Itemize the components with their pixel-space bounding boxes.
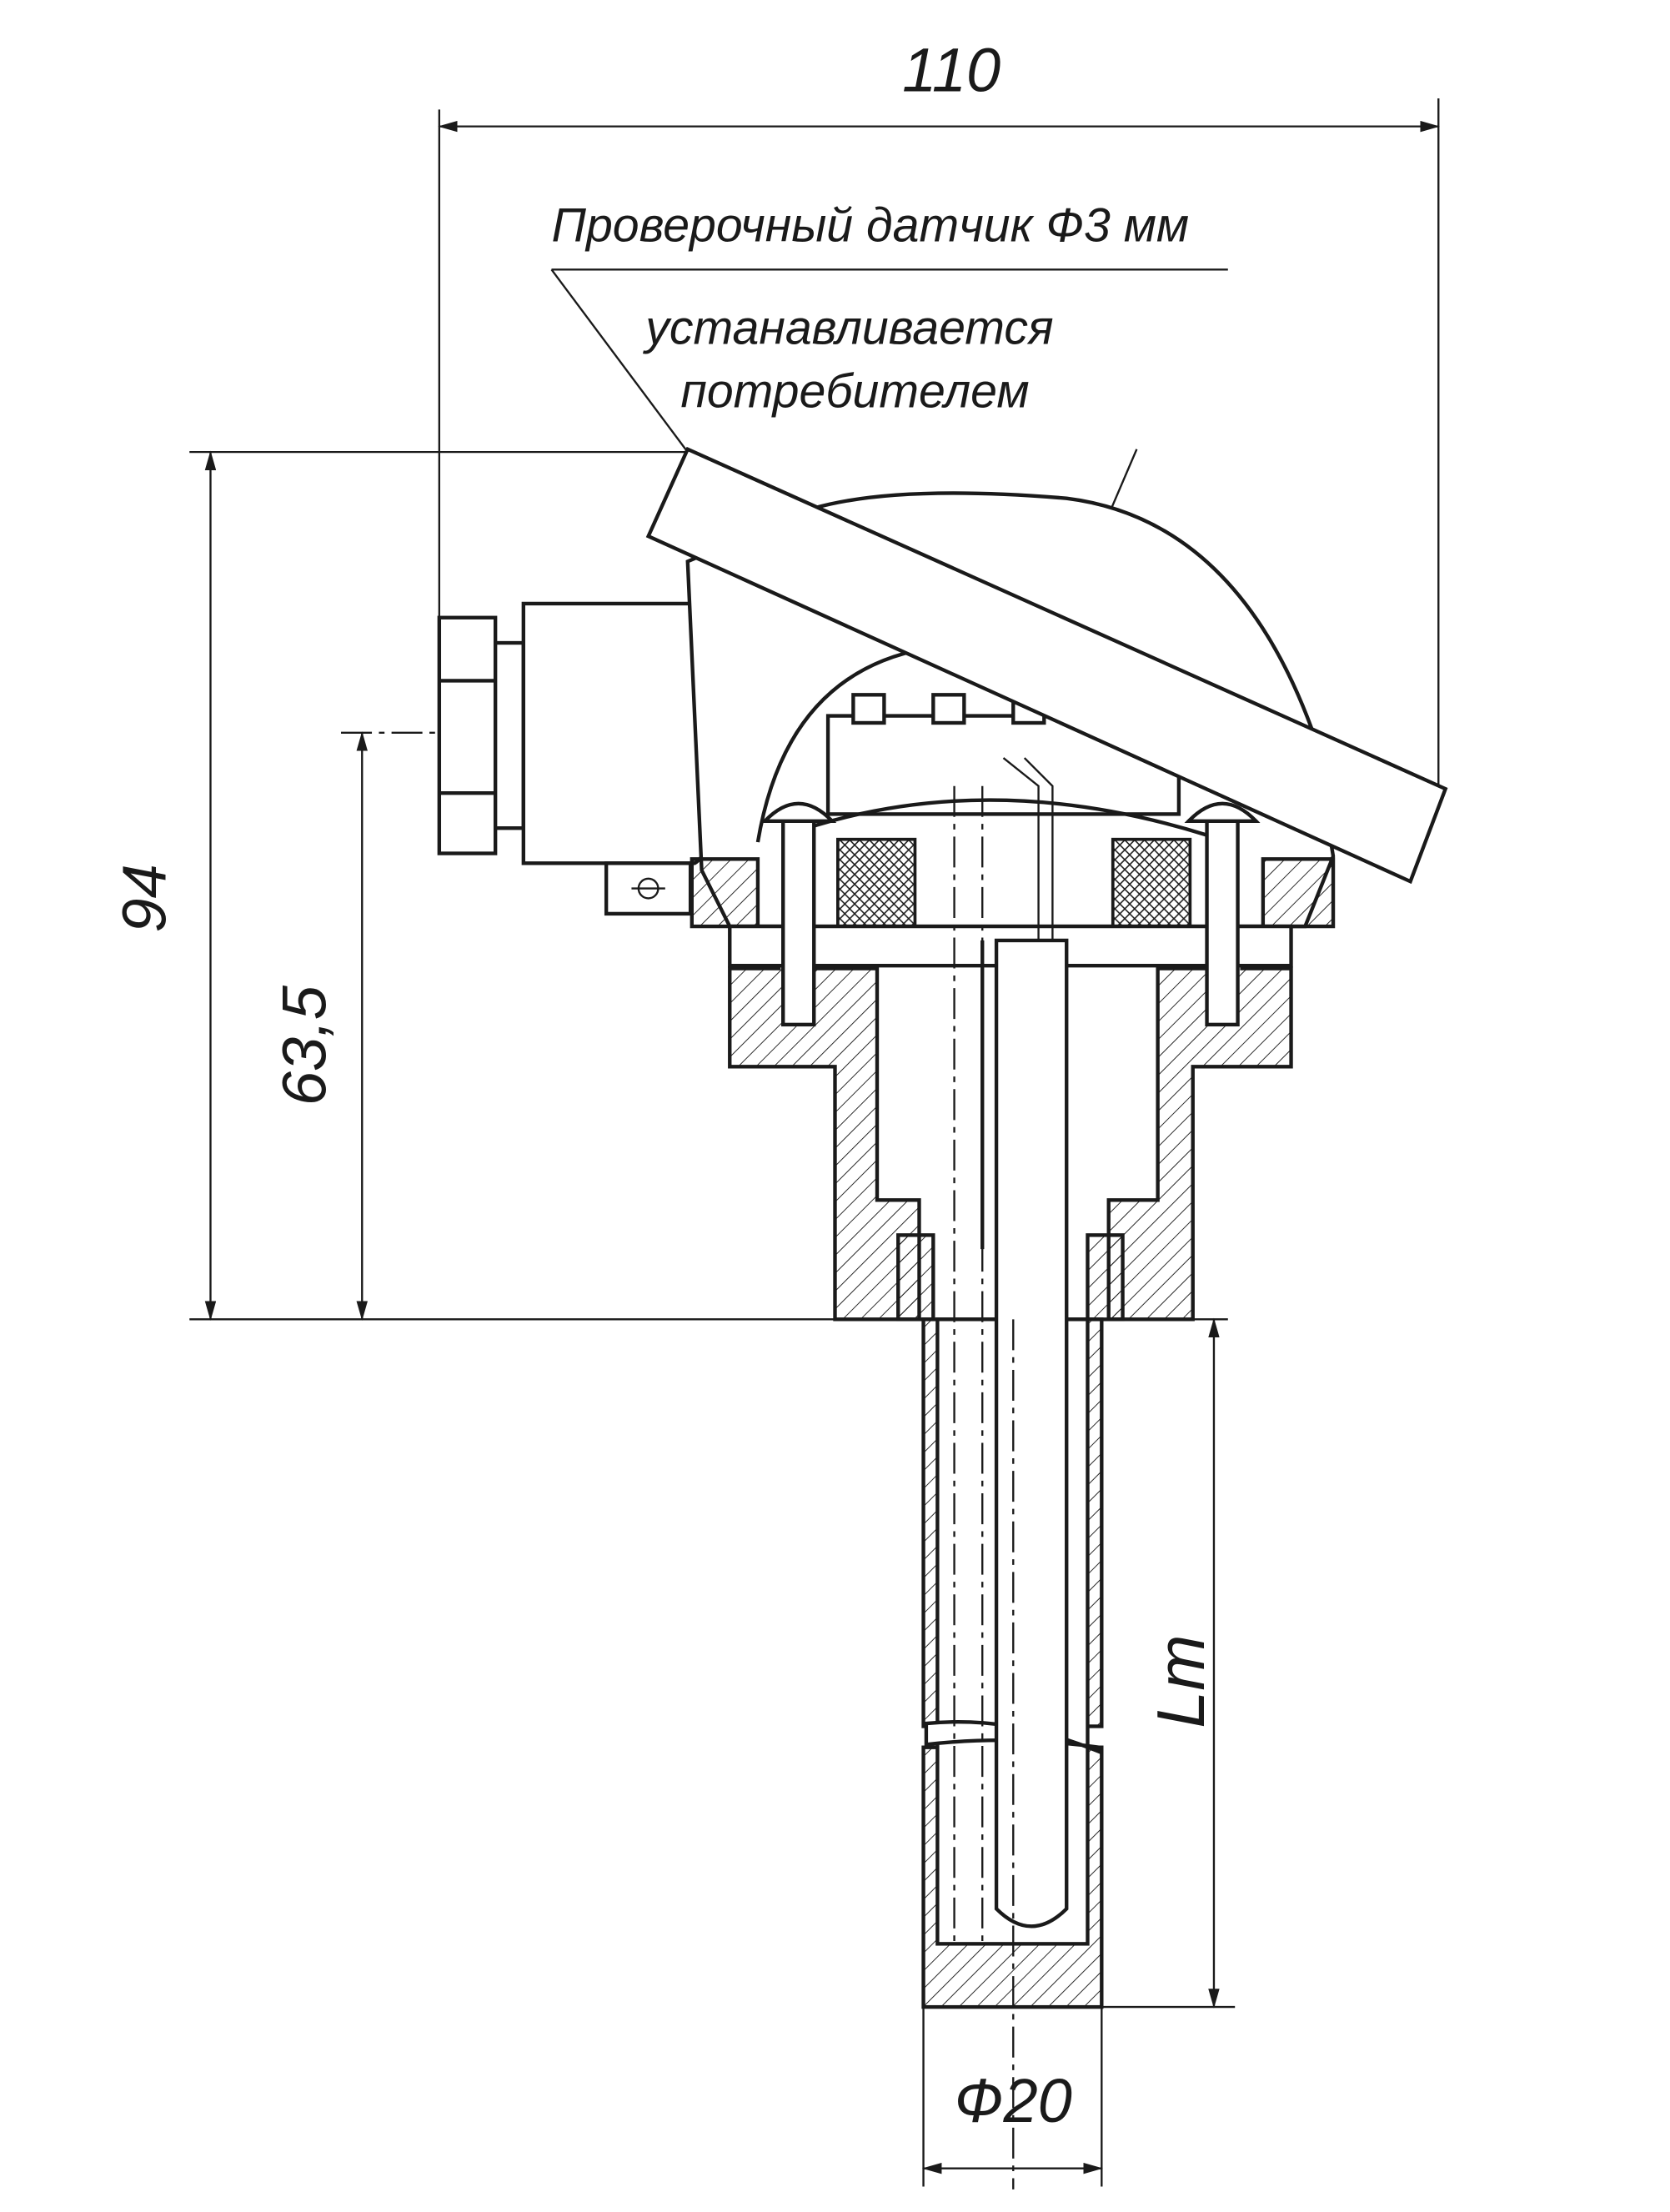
dimension-63-5-label: 63,5 [270,985,339,1106]
lid [645,446,1448,885]
dimension-110-label: 110 [902,36,1000,105]
dimension-63-5: 63,5 [270,731,829,1322]
dimension-d20: Ф20 [921,2007,1103,2187]
installed-by-line1: устанавливается [642,302,1053,355]
dimension-d20-label: Ф20 [955,2066,1072,2135]
installed-by-line2: потребителем [680,364,1029,418]
dimension-lm: Lm [1101,1317,1236,2009]
installed-by-callout: устанавливается потребителем [642,302,1138,618]
dimension-110: 110 [438,36,1440,786]
test-sensor-label: Проверочный датчик Ф3 мм [551,199,1189,253]
dimension-lm-label: Lm [1144,1634,1219,1728]
protective-stem [921,757,1104,2189]
cable-gland [437,601,740,916]
dimension-94-label: 94 [110,864,179,932]
